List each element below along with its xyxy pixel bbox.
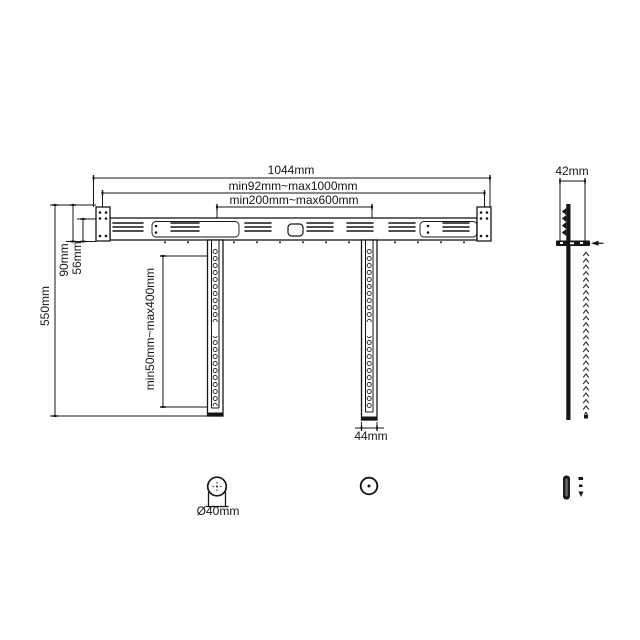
pointer-arrow-icon [591,240,604,246]
detail-views [205,475,584,508]
side-profile [556,204,604,420]
dim-label-total-height: 550mm [38,286,52,326]
dim-label-rail-width: 44mm [354,429,387,443]
right-vertical-rail [360,239,378,421]
dimension-line-bracket-range [101,190,486,208]
front-view [50,175,492,431]
dim-label-bar-height: 56mm [70,241,84,274]
bar-slots [112,222,470,232]
detail-wall-hole [359,476,379,496]
side-view [556,178,604,420]
dimension-line-total-width [92,175,492,207]
bar-rivets [154,224,430,234]
right-end-bracket [476,206,492,242]
side-teeth [561,208,567,236]
left-vertical-rail [206,239,224,417]
dimension-line-rail-width [355,422,384,431]
left-end-bracket [95,206,111,242]
dim-label-rail-extension: min50mm~max400mm [143,268,157,390]
dim-label-bracket-height: 90mm [57,243,71,276]
dim-label-total-width: 1044mm [268,163,315,177]
dimension-line-bracket-height [66,203,96,243]
dim-label-center-range: min200mm~max600mm [229,193,358,207]
dimension-line-bar-height [77,217,96,243]
dim-label-bracket-range: min92mm~max1000mm [228,179,357,193]
screw-marks [578,477,584,497]
dim-label-hole-diameter: Ø40mm [197,504,240,518]
center-hole [287,223,304,237]
dimension-line-rail-extension [160,254,207,409]
top-bar [109,217,478,244]
dim-label-depth: 42mm [555,164,588,178]
detail-roller [205,476,229,508]
dimension-line-depth [558,178,587,244]
detail-spacer-and-screws [563,475,584,500]
dimension-line-total-height [50,203,222,418]
hook-chain [582,251,590,414]
